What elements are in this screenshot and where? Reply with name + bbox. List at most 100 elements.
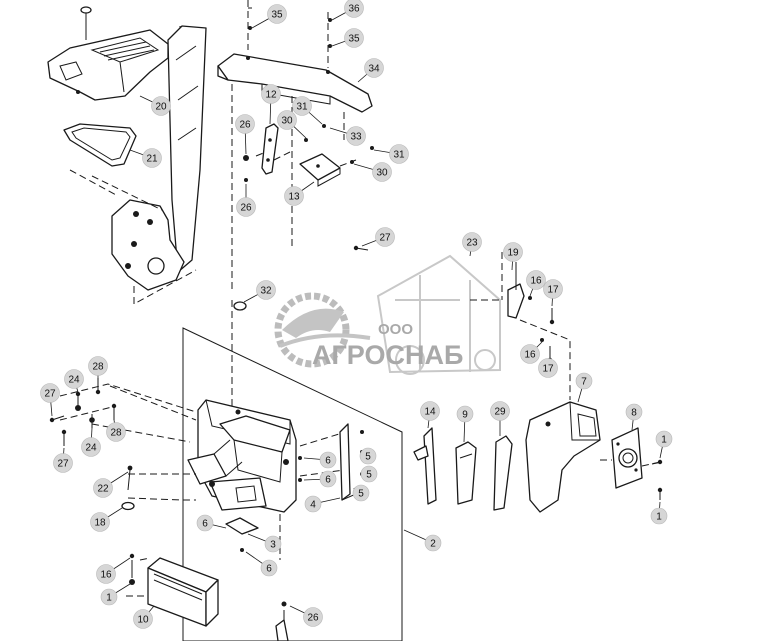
callout-label: 28 xyxy=(92,362,104,373)
callout-bubble xyxy=(151,96,171,116)
callout-bubble xyxy=(64,369,84,389)
callout-bubble xyxy=(256,280,276,300)
callout-34: 34 xyxy=(357,58,384,83)
callout-bubble xyxy=(359,447,377,465)
callout-3: 3 xyxy=(247,533,282,553)
callout-21: 21 xyxy=(129,148,162,168)
callout-label: 29 xyxy=(494,407,506,418)
callout-bubble xyxy=(319,470,337,488)
callout-label: 35 xyxy=(271,10,283,21)
callout-label: 28 xyxy=(110,428,122,439)
callout-35: 35 xyxy=(331,28,364,48)
callout-bubble xyxy=(625,403,643,421)
callout-bubble xyxy=(456,405,474,423)
callout-22: 22 xyxy=(93,471,129,498)
callout-label: 36 xyxy=(348,4,360,15)
part-9-block xyxy=(455,441,477,505)
callout-9: 9 xyxy=(456,405,474,443)
callout-label: 27 xyxy=(379,233,391,244)
callout-27: 27 xyxy=(53,447,73,473)
callout-23: 23 xyxy=(462,232,482,257)
callout-bubble xyxy=(304,495,322,513)
callout-bubble xyxy=(503,242,523,262)
part-14-lever xyxy=(413,427,437,505)
callout-label: 32 xyxy=(260,286,272,297)
part-34-bracket xyxy=(217,53,373,113)
part-32-washer xyxy=(233,301,247,311)
callout-5: 5 xyxy=(352,484,370,502)
callout-label: 16 xyxy=(530,276,542,287)
callout-36: 36 xyxy=(331,0,364,21)
callout-label: 23 xyxy=(466,238,478,249)
callout-label: 12 xyxy=(265,90,277,101)
callout-bubble xyxy=(424,534,442,552)
callout-label: 7 xyxy=(581,377,587,388)
callout-label: 16 xyxy=(524,350,536,361)
callout-bubble xyxy=(267,4,287,24)
callout-label: 26 xyxy=(307,613,319,624)
callout-bubble xyxy=(93,478,113,498)
callout-bubble xyxy=(655,430,673,448)
callout-26: 26 xyxy=(236,184,256,217)
callout-bubble xyxy=(260,559,278,577)
part-12-strap xyxy=(261,123,279,175)
callout-26: 26 xyxy=(289,605,323,627)
callout-bubble xyxy=(319,451,337,469)
callout-label: 27 xyxy=(57,459,69,470)
callout-label: 31 xyxy=(393,150,405,161)
callout-bubble xyxy=(538,358,558,378)
callout-1: 1 xyxy=(100,583,131,606)
callout-19: 19 xyxy=(503,242,523,271)
callout-5: 5 xyxy=(360,465,378,483)
callout-label: 4 xyxy=(310,500,316,511)
callout-bubble xyxy=(88,356,108,376)
callout-label: 8 xyxy=(631,408,637,419)
callout-17: 17 xyxy=(543,279,563,307)
callout-bubble xyxy=(650,507,668,525)
callout-20: 20 xyxy=(139,95,171,116)
callout-label: 24 xyxy=(85,443,97,454)
callout-26: 26 xyxy=(235,114,255,155)
callout-label: 6 xyxy=(266,564,272,575)
callout-bubble xyxy=(142,148,162,168)
callout-12: 12 xyxy=(261,84,281,125)
callout-label: 20 xyxy=(155,102,167,113)
callout-bubble xyxy=(133,609,153,629)
callout-6: 6 xyxy=(196,514,227,532)
callout-label: 31 xyxy=(296,102,308,113)
callout-label: 26 xyxy=(239,120,251,131)
part-7-bracket xyxy=(525,401,601,513)
callout-bubble xyxy=(420,401,440,421)
callout-bubble xyxy=(490,401,510,421)
callout-24: 24 xyxy=(81,427,101,457)
part-main-housing xyxy=(187,399,297,513)
callout-label: 30 xyxy=(281,116,293,127)
callout-bubble xyxy=(364,58,384,78)
callout-label: 16 xyxy=(100,570,112,581)
watermark-company-name: АГРОСНАБ xyxy=(312,340,463,370)
callout-17: 17 xyxy=(538,358,558,378)
callout-label: 30 xyxy=(376,168,388,179)
callout-label: 22 xyxy=(97,484,109,495)
callout-bubble xyxy=(196,514,214,532)
callout-32: 32 xyxy=(243,280,276,303)
callout-label: 14 xyxy=(424,407,436,418)
callout-16: 16 xyxy=(520,341,543,364)
callout-16: 16 xyxy=(96,557,131,584)
callout-label: 21 xyxy=(146,154,158,165)
callout-label: 33 xyxy=(350,132,362,143)
callout-label: 1 xyxy=(106,593,112,604)
callout-14: 14 xyxy=(420,401,440,429)
watermark-prefix: ООО xyxy=(378,321,413,338)
callout-label: 10 xyxy=(137,615,149,626)
callout-bubble xyxy=(264,535,282,553)
callout-10: 10 xyxy=(133,605,155,629)
callout-4: 4 xyxy=(304,495,341,513)
callout-8: 8 xyxy=(625,403,643,431)
callout-label: 1 xyxy=(656,512,662,523)
callout-bubble xyxy=(81,437,101,457)
callout-bubble xyxy=(346,126,366,146)
callout-31: 31 xyxy=(373,144,409,164)
callout-bubble xyxy=(360,465,378,483)
